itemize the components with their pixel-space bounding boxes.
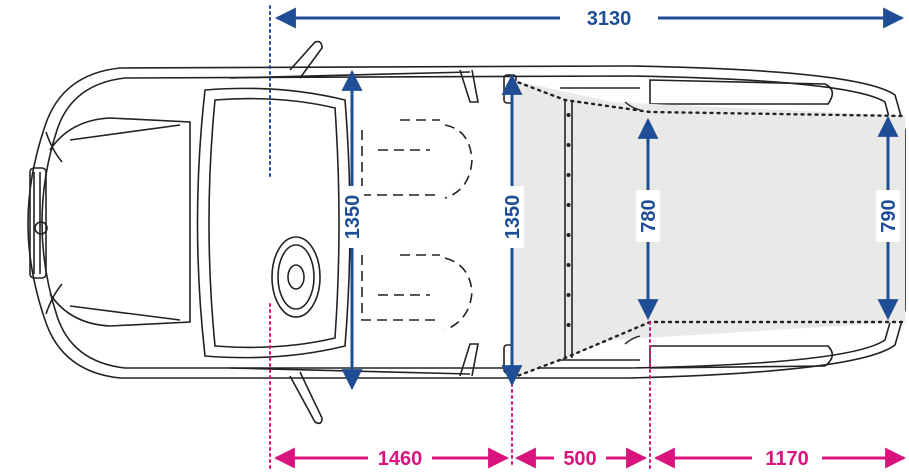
seat-height-label: 1350 <box>342 195 364 240</box>
cargo-outline <box>510 78 907 380</box>
wheel-arches <box>624 101 641 345</box>
overall-length-label: 3130 <box>587 8 632 30</box>
rear-section-label: 1170 <box>765 448 808 470</box>
bulkhead-rivets <box>566 113 571 327</box>
mirror-bottom-icon <box>289 371 323 425</box>
windshield <box>196 87 351 359</box>
van-body <box>27 40 906 425</box>
rear-window-bottom <box>649 345 834 369</box>
middle-section-label: 500 <box>563 448 596 470</box>
cargo-floor <box>512 80 905 378</box>
steering-wheel-icon <box>271 236 321 318</box>
seat-bottom-icon <box>361 254 473 331</box>
front-section-label: 1460 <box>378 448 423 470</box>
guide-lines-magenta <box>269 303 651 469</box>
van-outer-shell <box>27 65 906 379</box>
cargo-start-height-label: 1350 <box>502 195 524 240</box>
cargo-mid-width-label: 780 <box>638 199 660 232</box>
bulkhead <box>564 100 573 358</box>
grille <box>29 167 47 279</box>
badge-icon <box>34 221 48 235</box>
hood <box>49 117 191 327</box>
van-inner-shell <box>41 75 894 369</box>
cargo-end-width-label: 790 <box>878 199 900 232</box>
mirror-top-icon <box>289 40 323 79</box>
seat-top-icon <box>361 119 473 199</box>
rear-window-top <box>649 79 834 105</box>
